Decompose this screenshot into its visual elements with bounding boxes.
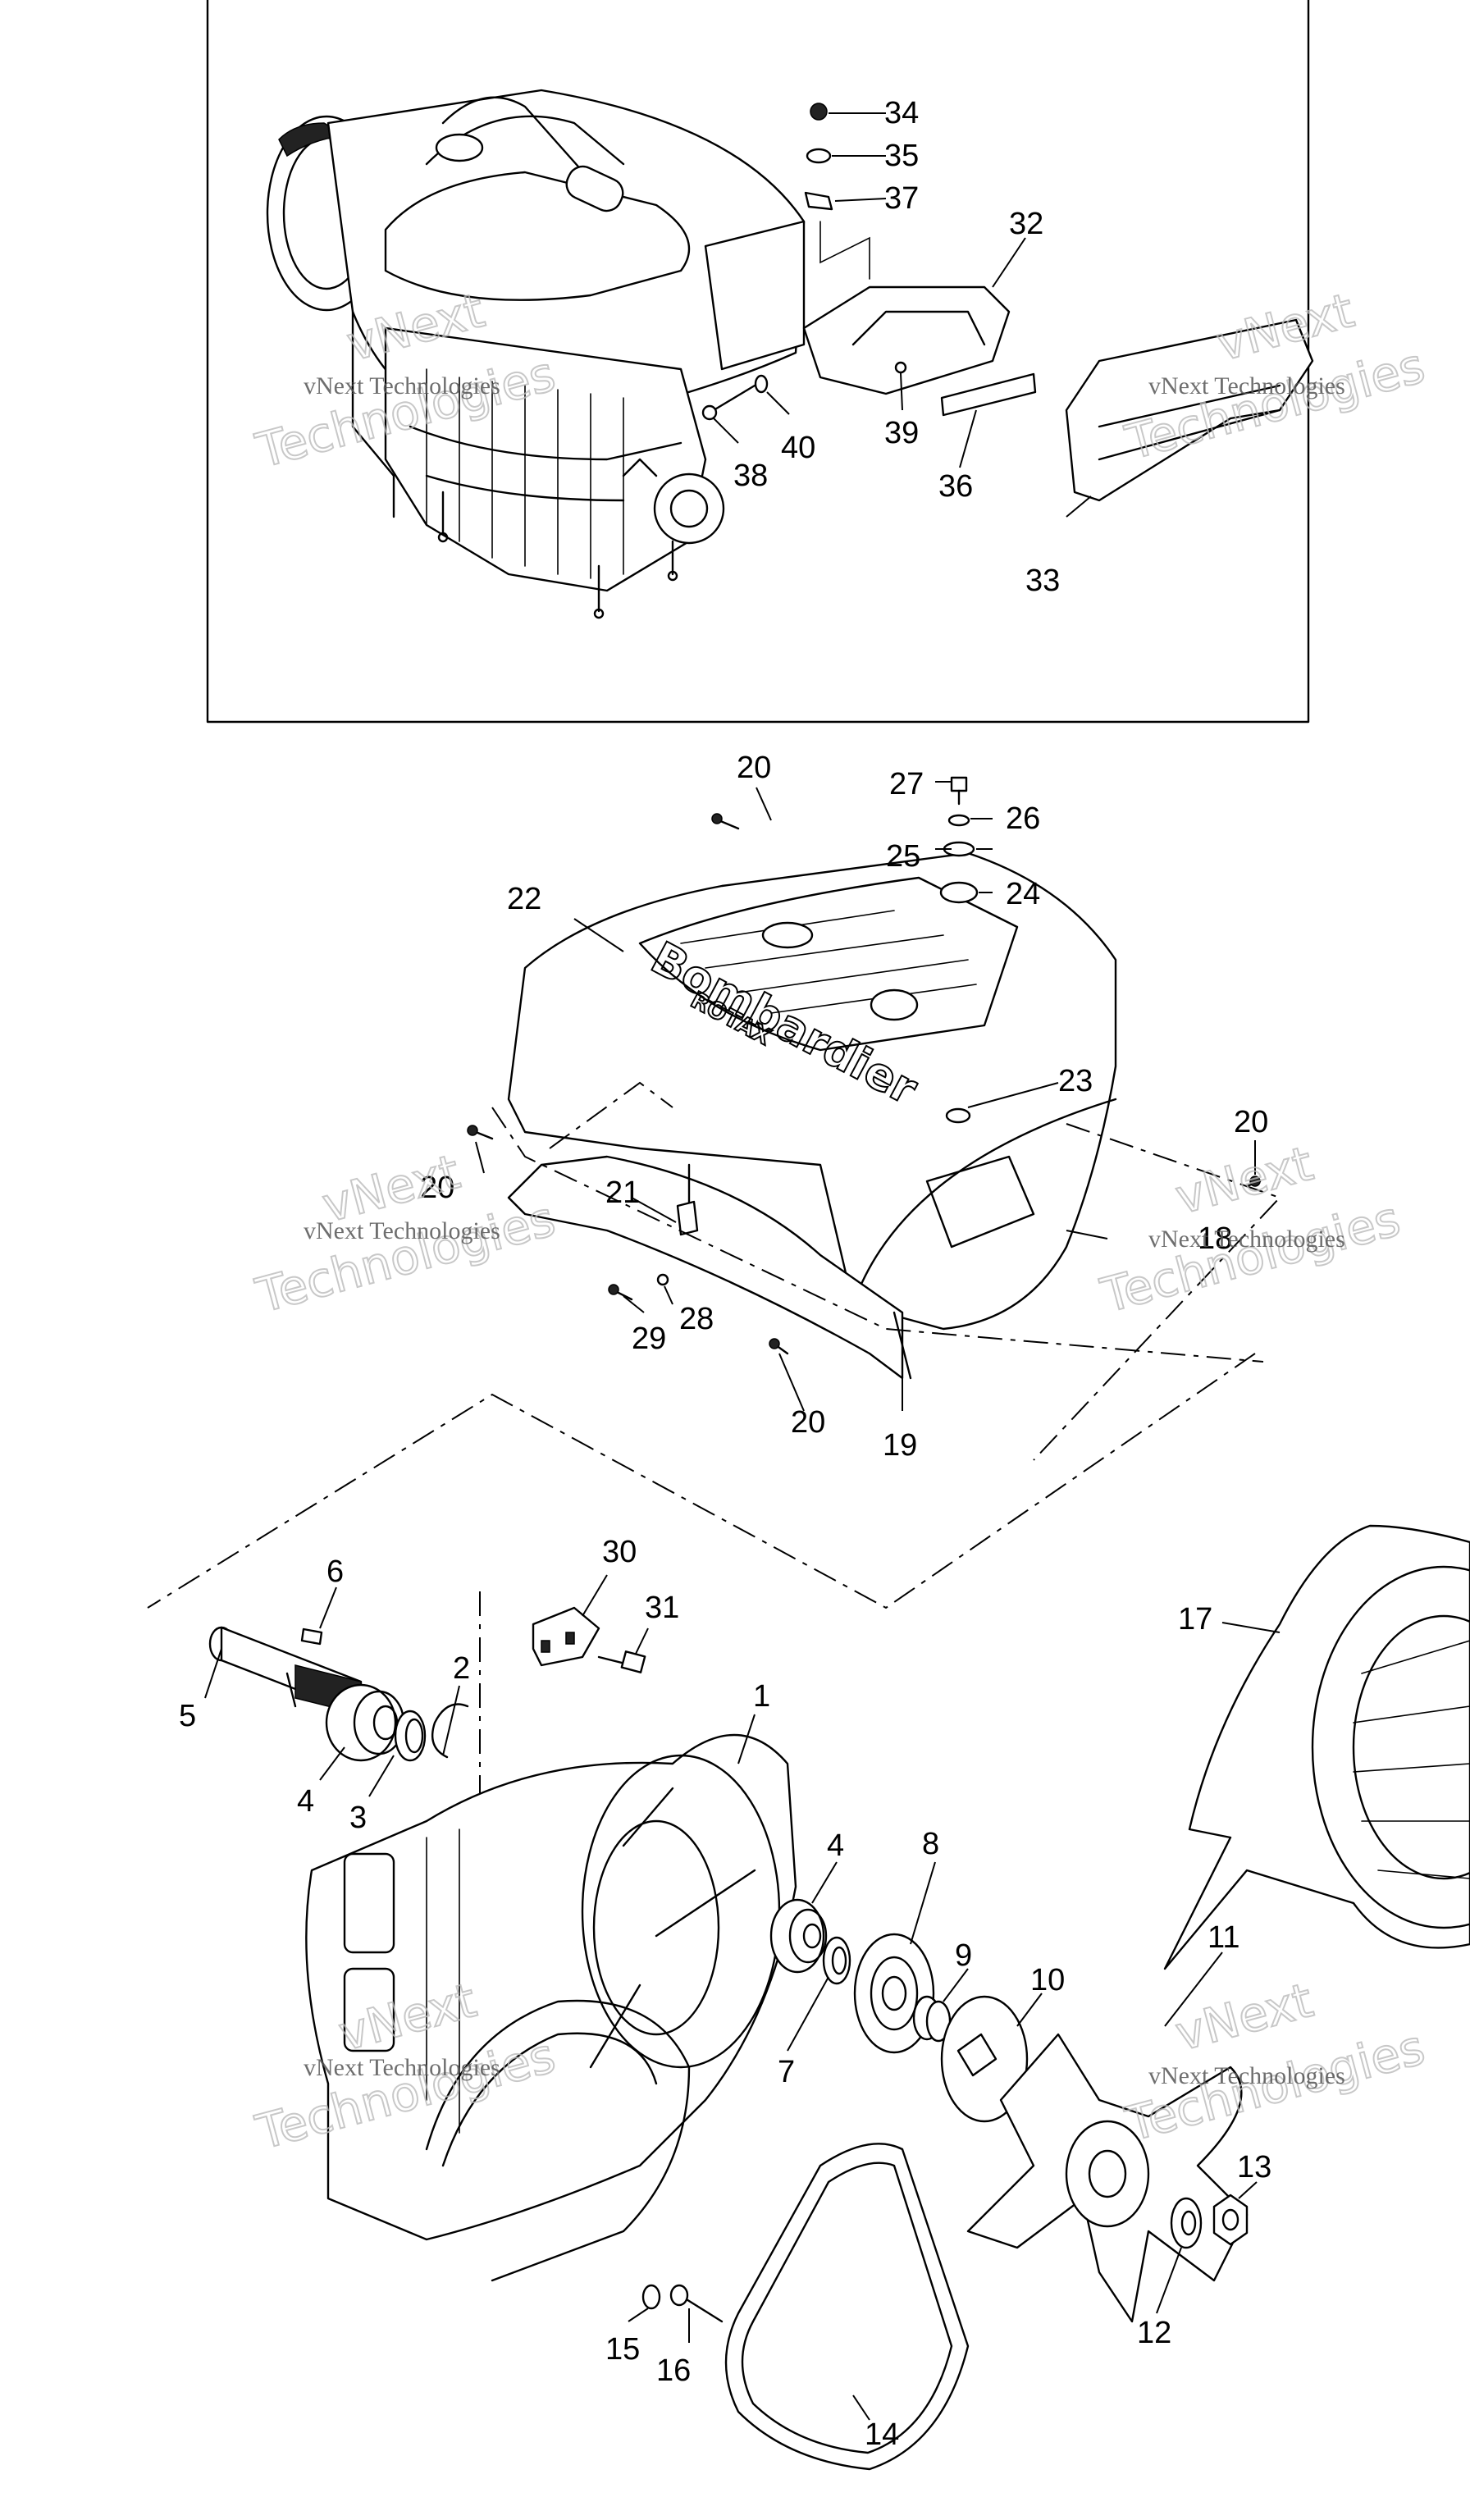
bearing-4-right	[769, 1898, 828, 1974]
callout-33: 33	[1025, 564, 1060, 598]
screw-16	[669, 2284, 724, 2323]
nut-13	[1212, 2194, 1249, 2246]
svg-text:vNext: vNext	[1170, 1972, 1318, 2062]
washer-15	[641, 2284, 661, 2310]
callout-3: 3	[349, 1801, 367, 1835]
callout-labels: 34 35 37 32 39 36 33 38 40 20 27 26 25 2…	[179, 96, 1271, 2452]
bearing-4-left	[325, 1683, 405, 1762]
fastener-stack-24-27	[939, 776, 979, 904]
callout-18: 18	[1198, 1221, 1232, 1256]
callout-37: 37	[884, 181, 919, 216]
callout-34: 34	[884, 96, 919, 130]
alignment-lines	[147, 1081, 1281, 1829]
callout-28: 28	[679, 1302, 714, 1336]
spacer-7	[822, 1936, 851, 1985]
air-duct-33	[1065, 318, 1314, 502]
svg-text:vNext Technologies: vNext Technologies	[1148, 1226, 1345, 1253]
callout-12: 12	[1137, 2316, 1171, 2350]
callout-17: 17	[1178, 1602, 1212, 1637]
callout-22: 22	[507, 882, 541, 916]
screw-20-top	[711, 813, 740, 830]
callout-23: 23	[1058, 1064, 1093, 1098]
callout-36: 36	[938, 469, 973, 504]
fan-11	[966, 2033, 1249, 2323]
screw-31	[597, 1650, 646, 1673]
callout-7: 7	[778, 2055, 795, 2089]
callout-39: 39	[884, 416, 919, 450]
callout-16: 16	[656, 2353, 691, 2388]
callout-4-right: 4	[827, 1828, 844, 1863]
callout-32: 32	[1009, 207, 1043, 241]
watermark-2: Technologies vNext vNext Technologies	[1119, 281, 1431, 472]
callout-21: 21	[605, 1176, 640, 1210]
svg-text:Technologies: Technologies	[1095, 1190, 1405, 1323]
seal-strip-36	[940, 372, 1037, 417]
callout-13: 13	[1237, 2150, 1271, 2184]
callout-6: 6	[326, 1554, 344, 1589]
circlip-2	[431, 1703, 469, 1759]
svg-text:vNext Technologies: vNext Technologies	[304, 1217, 500, 1244]
callout-4-left: 4	[297, 1784, 314, 1819]
callout-8: 8	[922, 1827, 939, 1861]
callout-20-bottom: 20	[791, 1405, 825, 1440]
washer-3	[394, 1710, 427, 1762]
fasteners-21-28-29	[467, 1125, 1262, 1355]
callout-2: 2	[453, 1651, 470, 1686]
washer-12	[1170, 2197, 1203, 2249]
callout-40: 40	[781, 431, 815, 465]
callout-31: 31	[645, 1591, 679, 1625]
callout-20-left: 20	[420, 1171, 454, 1205]
callout-38: 38	[733, 459, 768, 493]
svg-text:vNext Technologies: vNext Technologies	[304, 372, 500, 399]
watermark-4: Technologies vNext vNext Technologies	[1094, 1134, 1406, 1325]
engine-shroud-22: Bombardier ROTAX	[507, 851, 1117, 1331]
callout-9: 9	[955, 1938, 972, 1973]
callout-26: 26	[1006, 801, 1040, 836]
svg-text:vNext Technologies: vNext Technologies	[1148, 2062, 1345, 2089]
callout-10: 10	[1030, 1963, 1065, 1997]
svg-text:vNext: vNext	[1170, 1135, 1318, 1226]
callout-19: 19	[883, 1428, 917, 1463]
belt-14	[724, 2143, 970, 2471]
callout-20-top: 20	[737, 751, 771, 785]
callout-29: 29	[632, 1322, 666, 1356]
callout-35: 35	[884, 139, 919, 173]
callout-1: 1	[753, 1679, 770, 1714]
callout-11: 11	[1208, 1920, 1239, 1955]
svg-text:vNext Technologies: vNext Technologies	[1148, 372, 1345, 399]
fan-cover-ring	[425, 1999, 691, 2282]
screws-38-40	[701, 374, 769, 421]
callout-20-right: 20	[1234, 1105, 1268, 1139]
leader-lines	[204, 112, 1281, 2421]
callout-30: 30	[602, 1535, 637, 1569]
watermark-6: Technologies vNext vNext Technologies	[1119, 1971, 1431, 2153]
callout-25: 25	[886, 839, 920, 874]
fan-housing-1	[305, 1733, 797, 2241]
fan-cover-17	[1163, 1524, 1470, 1970]
callout-5: 5	[179, 1699, 196, 1733]
key-6	[300, 1628, 323, 1646]
callout-24: 24	[1006, 877, 1040, 911]
fastener-cluster-top	[804, 103, 870, 280]
svg-text:vNext Technologies: vNext Technologies	[304, 2054, 500, 2081]
callout-27: 27	[889, 767, 924, 801]
watermark-3: Technologies vNext vNext Technologies	[249, 1143, 561, 1325]
duct-bracket-32	[802, 285, 1011, 395]
callout-14: 14	[865, 2417, 899, 2452]
engine-assembly	[266, 89, 806, 619]
callout-15: 15	[605, 2332, 640, 2367]
pulley-half-10	[940, 1995, 1029, 2123]
clip-30	[532, 1606, 600, 1667]
